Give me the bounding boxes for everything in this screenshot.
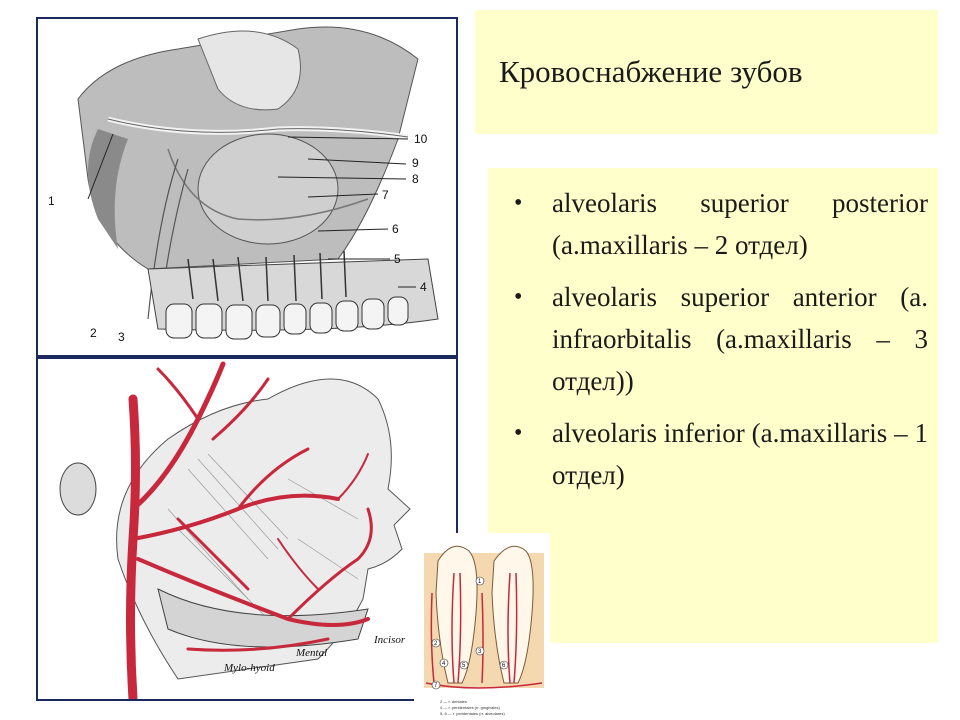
maxilla-drawing: 10 9 8 7 6 5 4 1 2 3 xyxy=(38,19,456,355)
tooth-legend-line: 5, 6 — r. peridentales (rr. alveolares) xyxy=(440,711,505,716)
maxilla-illustration: 10 9 8 7 6 5 4 1 2 3 xyxy=(36,17,458,357)
figure-label: 6 xyxy=(392,222,399,236)
bullet-marker: • xyxy=(514,284,523,310)
bullet-text: alveolaris superior posterior (a.maxilla… xyxy=(552,188,928,260)
tooth-legend-line: 2 — r. dentales xyxy=(440,699,467,704)
title-box: Кровоснабжение зубов xyxy=(475,10,938,134)
tooth-legend-line: 4 — r. peridentales (rr. gingivales) xyxy=(440,705,500,710)
figure-label: Mylo-hyoid xyxy=(223,662,275,674)
figure-label: 7 xyxy=(382,188,389,202)
tooth-marker: 5 xyxy=(462,663,466,669)
arteries-drawing: Incisor Mental Mylo-hyoid xyxy=(38,359,456,699)
tooth-marker: 3 xyxy=(478,649,482,655)
figure-label: 4 xyxy=(420,280,427,294)
bullet-marker: • xyxy=(514,420,523,446)
figure-label: 8 xyxy=(412,172,419,186)
figure-label: 5 xyxy=(394,252,401,266)
tooth-marker: 1 xyxy=(478,579,482,585)
figure-label: 3 xyxy=(118,330,125,344)
bullet-item: • alveolaris superior anterior (a. infra… xyxy=(500,276,928,402)
tooth-cross-section: 1 2 3 4 5 6 7 2 — r. dentales 4 — r. per… xyxy=(414,533,550,720)
figure-label: Mental xyxy=(295,647,327,659)
bullet-item: • alveolaris superior posterior (a.maxil… xyxy=(500,182,928,266)
tooth-drawing: 1 2 3 4 5 6 7 2 — r. dentales 4 — r. per… xyxy=(414,533,550,720)
bullet-text: alveolaris inferior (a.maxillaris – 1 от… xyxy=(552,418,928,490)
tooth-marker: 6 xyxy=(502,663,506,669)
tooth-marker: 2 xyxy=(434,641,438,647)
figure-label: 9 xyxy=(412,156,419,170)
tooth-marker: 7 xyxy=(434,683,438,689)
figure-label: Incisor xyxy=(373,634,406,646)
facial-arteries-illustration: Incisor Mental Mylo-hyoid xyxy=(36,357,458,701)
tooth-marker: 4 xyxy=(442,661,446,667)
figure-label: 10 xyxy=(414,132,428,146)
bullet-marker: • xyxy=(514,190,523,216)
content-panel xyxy=(488,168,938,643)
bullet-text: alveolaris superior anterior (a. infraor… xyxy=(552,282,928,396)
slide-title: Кровоснабжение зубов xyxy=(499,54,803,89)
figure-label: 1 xyxy=(48,194,55,208)
figure-label: 2 xyxy=(90,326,97,340)
bullet-item: • alveolaris inferior (a.maxillaris – 1 … xyxy=(500,412,928,496)
bullet-list: • alveolaris superior posterior (a.maxil… xyxy=(500,182,928,506)
